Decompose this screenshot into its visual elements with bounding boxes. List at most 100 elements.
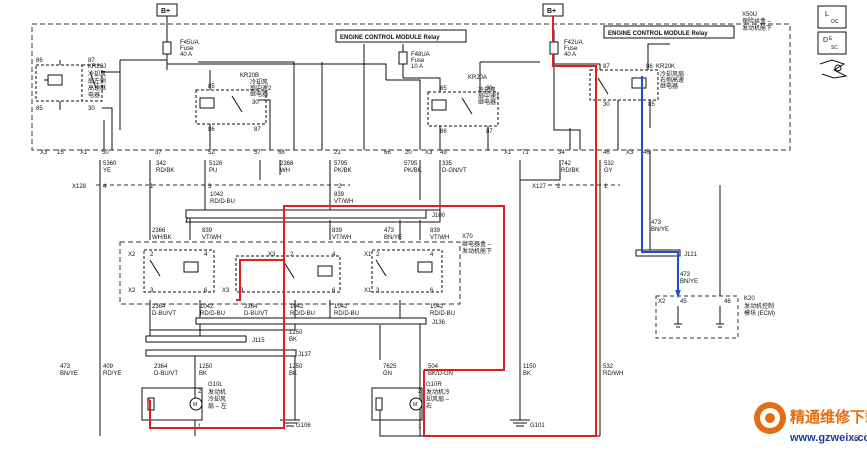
svg-text:RD/WH: RD/WH: [603, 371, 623, 377]
svg-text:冷却风扇: 冷却风扇: [660, 70, 684, 78]
svg-text:4: 4: [430, 252, 434, 258]
svg-text:扇中速2: 扇中速2: [250, 84, 272, 92]
splice-j115: [145, 335, 247, 343]
svg-text:86: 86: [440, 129, 447, 135]
svg-text:却风扇 –: 却风扇 –: [426, 395, 450, 403]
svg-text:46: 46: [643, 150, 650, 156]
fuse-f48ua: F48UA Fuse 10 A: [398, 44, 430, 78]
svg-text:473: 473: [384, 228, 395, 234]
black-wires-top: [59, 30, 670, 150]
svg-text:3: 3: [376, 288, 380, 294]
svg-text:X1: X1: [504, 150, 512, 156]
svg-text:2: 2: [198, 389, 202, 395]
watermark: 精通维修下载 www.gzweix.com 6: [754, 402, 867, 444]
svg-text:742: 742: [561, 161, 572, 167]
svg-text:66: 66: [384, 150, 391, 156]
svg-text:E: E: [829, 36, 833, 42]
svg-text:20: 20: [405, 150, 412, 156]
svg-text:OC: OC: [831, 19, 839, 25]
x50u-desc2: 发动机舱下: [742, 24, 772, 32]
svg-text:10 A: 10 A: [411, 64, 423, 70]
svg-text:3: 3: [240, 288, 244, 294]
svg-text:46: 46: [724, 299, 731, 305]
svg-text:X1: X1: [364, 252, 372, 258]
svg-text:D-BU/VT: D-BU/VT: [154, 371, 178, 377]
wire-labels-row2: 2366 WH/BK 839 VT/WH 839 VT/WH 473 BN/YE…: [152, 228, 449, 241]
svg-text:30: 30: [88, 106, 95, 112]
svg-text:K20: K20: [744, 296, 755, 302]
g101-label: G101: [530, 423, 545, 429]
wire-1250-a-num: 1250: [289, 330, 303, 336]
svg-text:839: 839: [430, 228, 441, 234]
svg-text:3: 3: [208, 184, 212, 190]
svg-text:高速继: 高速继: [88, 84, 106, 92]
svg-text:21: 21: [334, 150, 341, 156]
wire-labels-row3: 2364 D-BU/VT 1042 RD/D-BU 2364 D-BU/VT 1…: [152, 304, 455, 317]
svg-text:KR20K: KR20K: [656, 64, 675, 70]
svg-text:85: 85: [36, 106, 43, 112]
connector-row-top: X3 15 X1 50 37 52 57 68 21 66 20 X3 49 X…: [40, 150, 650, 156]
svg-text:1: 1: [150, 184, 154, 190]
svg-text:发动机: 发动机: [208, 388, 226, 396]
svg-text:M: M: [413, 402, 417, 408]
wire-1042-top-color: RD/D-BU: [210, 199, 235, 205]
svg-text:4: 4: [332, 252, 336, 258]
svg-text:扇左侧: 扇左侧: [88, 77, 106, 85]
wire-473-r1-num: 473: [651, 220, 662, 226]
svg-text:X2: X2: [128, 288, 136, 294]
svg-text:Fuse: Fuse: [564, 46, 578, 52]
svg-text:87: 87: [603, 64, 610, 70]
svg-text:86: 86: [36, 58, 43, 64]
svg-text:30: 30: [486, 86, 493, 92]
red-current-path: [148, 16, 597, 437]
svg-text:模块 (ECM): 模块 (ECM): [744, 309, 775, 317]
wire-839-top-num: 839: [334, 192, 345, 198]
svg-text:49: 49: [440, 150, 447, 156]
svg-text:2366: 2366: [152, 228, 166, 234]
svg-text:Fuse: Fuse: [411, 58, 425, 64]
j136-label: J136: [432, 320, 446, 326]
svg-text:2: 2: [376, 252, 380, 258]
svg-text:3: 3: [150, 288, 154, 294]
wire-1250-b-num: 1250: [199, 364, 213, 370]
svg-text:52: 52: [208, 150, 215, 156]
svg-text:6: 6: [204, 288, 208, 294]
svg-text:87: 87: [254, 127, 261, 133]
svg-text:RD/YE: RD/YE: [103, 371, 121, 377]
svg-text:1042: 1042: [334, 304, 348, 310]
svg-text:www.gzweix.com: www.gzweix.com: [789, 432, 867, 444]
svg-text:D-BU/VT: D-BU/VT: [152, 311, 176, 317]
svg-text:BN/YE: BN/YE: [384, 235, 402, 241]
connector-x127: X127 2 1: [532, 184, 620, 190]
ground-g101: [510, 419, 530, 427]
svg-text:4: 4: [204, 252, 208, 258]
svg-text:5795: 5795: [404, 161, 418, 167]
svg-text:409: 409: [103, 364, 114, 370]
svg-text:冷却风: 冷却风: [250, 78, 268, 86]
svg-text:精通维修下载: 精通维修下载: [790, 408, 867, 426]
svg-text:1: 1: [418, 424, 422, 430]
svg-text:7625: 7625: [383, 364, 397, 370]
svg-text:RD/D-BU: RD/D-BU: [430, 311, 455, 317]
svg-text:X3: X3: [40, 150, 48, 156]
svg-text:GY: GY: [604, 168, 613, 174]
splice-j137: [145, 349, 297, 357]
svg-text:RD/BK: RD/BK: [561, 168, 579, 174]
svg-text:473: 473: [60, 364, 71, 370]
svg-text:X2: X2: [128, 252, 136, 258]
svg-text:M: M: [193, 402, 197, 408]
svg-text:6: 6: [854, 434, 859, 443]
svg-text:扇 – 左: 扇 – 左: [208, 402, 227, 410]
svg-text:532: 532: [603, 364, 614, 370]
svg-text:X1: X1: [364, 288, 372, 294]
svg-text:VT/WH: VT/WH: [202, 235, 221, 241]
relay-kr20j: 86 87 85 30 KR20J 冷却风 扇左侧 高速继 电器: [35, 58, 106, 112]
svg-text:PK/BK: PK/BK: [404, 168, 422, 174]
ecm-relay-label-right: ENGINE CONTROL MODULE Relay: [603, 25, 735, 39]
svg-text:40 A: 40 A: [564, 52, 576, 58]
relay-kr20k: KR20K 冷却风扇 右侧高速 继电器 87 86 30 85: [589, 64, 684, 108]
module-k20-ecm: X2 45 46 46 K20 发动机控制 模块 (ECM): [655, 295, 775, 339]
svg-text:6: 6: [430, 288, 434, 294]
svg-text:335: 335: [442, 161, 453, 167]
